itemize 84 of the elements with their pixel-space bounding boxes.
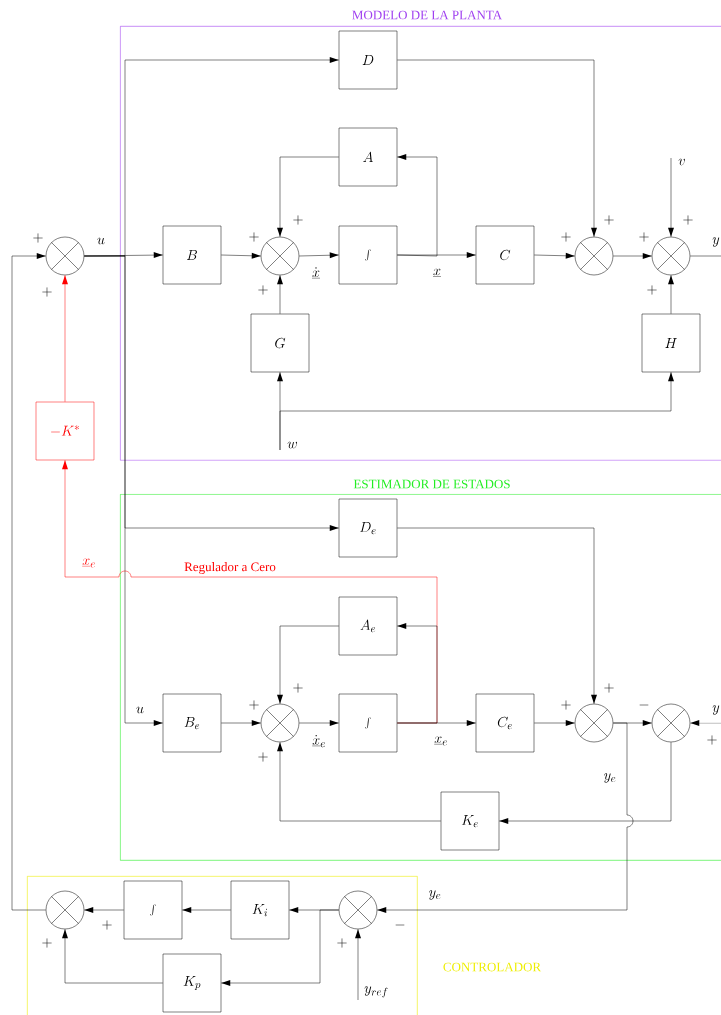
signal-label: $v$	[678, 158, 685, 166]
arrow	[397, 154, 438, 257]
arrow	[397, 59, 597, 237]
sign-label: $+$	[337, 938, 347, 948]
sign-label: $+$	[258, 285, 268, 295]
edge-label: $y$	[712, 705, 720, 715]
edge-label: $\dot{\underline{x}}_e$	[312, 734, 325, 748]
edge-label: $\dot{\underline{x}}$	[312, 267, 320, 279]
gain-block: $D_e$	[338, 498, 398, 558]
arrow	[397, 527, 597, 704]
sign-label: $+$	[561, 232, 571, 242]
arrow	[534, 252, 575, 259]
block-title: MODELO DE LA PLANTA	[352, 10, 503, 20]
gain-block: $B$	[162, 225, 222, 285]
sign-label: $+$	[258, 752, 268, 762]
integrator-block: $\int$	[338, 225, 398, 285]
arrow	[11, 253, 46, 911]
gain-block: $K_p$	[162, 953, 222, 1013]
signal-label: $w$	[287, 441, 297, 449]
arrow	[277, 625, 339, 704]
block-title: ESTIMADOR DE ESTADOS	[353, 479, 510, 489]
sign-label: $+$	[249, 700, 259, 710]
sign-label: $+$	[293, 683, 303, 693]
sign-label: $+$	[604, 215, 614, 225]
gain-block: $A_e$	[338, 596, 398, 656]
sign-label: $+$	[293, 215, 303, 225]
arrow	[84, 255, 163, 726]
arrow	[668, 157, 674, 237]
gain-block: $C_e$	[475, 693, 535, 753]
signal-label: $y_{ref}$	[364, 986, 388, 998]
arrow	[62, 929, 163, 984]
arrow	[299, 252, 339, 259]
arrow	[84, 907, 124, 913]
edge-label: $\underline{x}$	[433, 268, 441, 277]
edge-label: $u$	[97, 237, 105, 245]
edge-label: $y$	[712, 237, 720, 247]
gain-block: $C$	[475, 225, 535, 285]
arrow	[613, 253, 652, 259]
sign-label: $-$	[639, 704, 649, 706]
arrow	[397, 623, 438, 724]
sign-label: $+$	[639, 232, 649, 242]
sign-label: $+$	[604, 683, 614, 693]
arrow	[279, 372, 674, 451]
arrow	[221, 252, 261, 259]
gain-block: $G$	[250, 313, 310, 373]
sign-label: $+$	[42, 287, 52, 297]
arrow	[277, 275, 283, 314]
gain-block: $-K^{*}$	[35, 401, 95, 461]
sign-label: $+$	[561, 700, 571, 710]
gain-block: $D$	[338, 30, 398, 90]
integrator-block: $\int$	[338, 693, 398, 753]
arrow	[355, 929, 361, 1001]
arrow	[534, 720, 575, 726]
edge-label: $y_e$	[604, 773, 616, 783]
sign-label: $+$	[249, 232, 259, 242]
sign-label: $+$	[102, 920, 112, 930]
sign-label: $+$	[683, 215, 693, 225]
arrow	[499, 742, 672, 824]
arrow	[377, 722, 634, 913]
arrow	[668, 275, 674, 314]
sign-label: $+$	[647, 285, 657, 295]
signal-label: $\underline{x}_e$	[82, 558, 95, 568]
sign-label: $+$	[33, 233, 43, 243]
signal-label: $y_e$	[429, 890, 441, 900]
arrow	[182, 907, 231, 913]
gain-block: $K_i$	[230, 880, 290, 940]
block-title: CONTROLADOR	[443, 962, 542, 972]
arrow	[62, 275, 68, 402]
gain-block: $H$	[641, 313, 701, 373]
arrow	[299, 720, 339, 726]
arrow	[221, 720, 261, 726]
sign-label: $+$	[707, 735, 717, 745]
edge-label: Regulador a Cero	[184, 562, 276, 574]
gain-block: $A$	[338, 127, 398, 187]
integrator-block: $\int$	[123, 880, 183, 940]
sign-label: $+$	[42, 938, 52, 948]
arrow	[277, 742, 441, 822]
edge-label: $u$	[136, 706, 144, 714]
arrow	[221, 909, 339, 986]
gain-block: $K_e$	[440, 791, 500, 851]
arrow	[277, 156, 339, 237]
edge-label: $\underline{x}_e$	[434, 736, 447, 746]
sign-label: $-$	[395, 924, 405, 926]
gain-block: $B_e$	[162, 693, 222, 753]
